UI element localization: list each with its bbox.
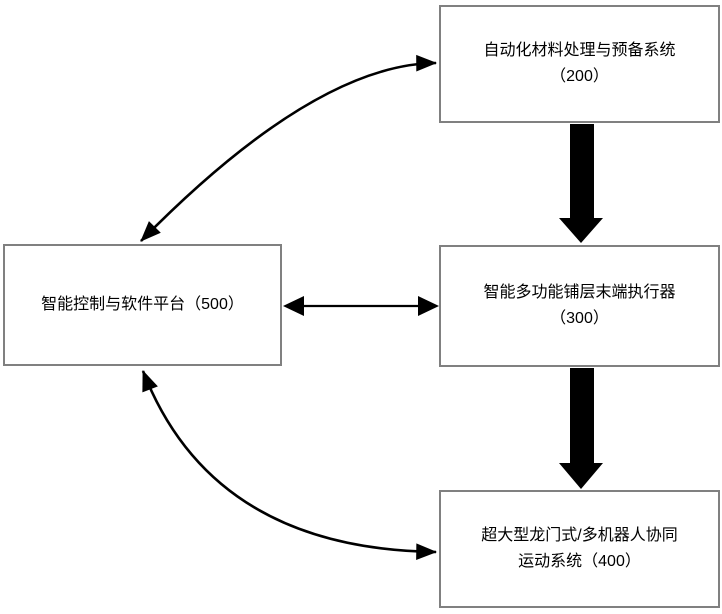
node-500-label-line1: 智能控制与软件平台（500） xyxy=(41,296,244,313)
curved-arrow-500-200 xyxy=(140,54,438,242)
node-400: 超大型龙门式/多机器人协同 运动系统（400） xyxy=(439,490,720,608)
double-arrow-500-300-right-head xyxy=(418,296,439,316)
node-200-label-line2: （200） xyxy=(550,68,609,85)
node-300: 智能多功能铺层末端执行器 （300） xyxy=(439,245,720,367)
node-300-label-line2: （300） xyxy=(550,310,609,327)
node-400-label-line1: 超大型龙门式/多机器人协同 xyxy=(481,527,678,544)
thick-arrow-200-300 xyxy=(559,124,603,243)
node-500: 智能控制与软件平台（500） xyxy=(3,244,282,366)
double-arrow-500-300 xyxy=(283,296,439,316)
curved-arrow-500-400 xyxy=(141,370,438,561)
thick-arrow-300-400 xyxy=(559,368,603,489)
node-200-label-line1: 自动化材料处理与预备系统 xyxy=(483,42,676,59)
node-300-label-line1: 智能多功能铺层末端执行器 xyxy=(483,284,676,301)
double-arrow-500-300-left-head xyxy=(283,296,304,316)
node-200: 自动化材料处理与预备系统 （200） xyxy=(439,5,720,123)
node-400-label-line2: 运动系统（400） xyxy=(518,553,641,570)
